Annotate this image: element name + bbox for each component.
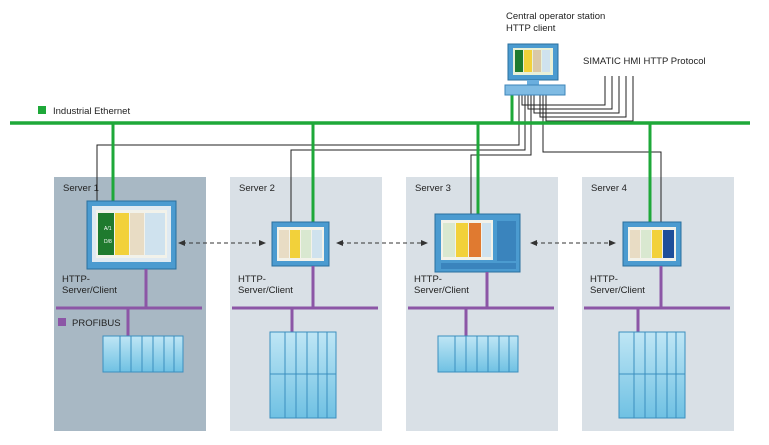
central-station-title-line1: Central operator station — [506, 11, 605, 22]
profibus-label: PROFIBUS — [72, 318, 121, 329]
server-4-role-line1: HTTP- — [590, 274, 618, 285]
server-4-hmi-panel — [622, 221, 682, 267]
server-2-name: Server 2 — [239, 183, 275, 194]
server-3-role-line1: HTTP- — [414, 274, 442, 285]
server-2-plc — [269, 331, 337, 419]
profibus-plc-drops — [126, 308, 640, 336]
server-1-plc — [102, 335, 184, 373]
server-4-plc — [618, 331, 686, 419]
server-1-name: Server 1 — [63, 183, 99, 194]
server-3-plc — [437, 335, 519, 373]
server-4-role-line2: Server/Client — [590, 285, 645, 296]
server-1-hmi-panel: A/1 D/8 — [86, 200, 177, 270]
svg-text:D/8: D/8 — [104, 239, 112, 245]
server-1-role-line2: Server/Client — [62, 285, 117, 296]
server-2-hmi-panel — [271, 221, 330, 267]
central-station-title-line2: HTTP client — [506, 23, 556, 34]
server-1-role-line1: HTTP- — [62, 274, 90, 285]
central-operator-station — [504, 43, 566, 96]
svg-text:A/1: A/1 — [104, 226, 112, 232]
protocol-label: SIMATIC HMI HTTP Protocol — [583, 56, 706, 67]
protocol-lines — [521, 76, 634, 122]
server-2-role-line2: Server/Client — [238, 285, 293, 296]
server-4-name: Server 4 — [591, 183, 627, 194]
ethernet-label: Industrial Ethernet — [53, 106, 130, 117]
ethernet-legend-swatch — [38, 106, 46, 114]
server-3-role-line2: Server/Client — [414, 285, 469, 296]
profibus-legend-swatch — [58, 318, 66, 326]
server-2-role-line1: HTTP- — [238, 274, 266, 285]
server-3-name: Server 3 — [415, 183, 451, 194]
profibus-drops — [144, 266, 663, 308]
arrow-heads — [178, 240, 616, 246]
server-3-hmi-panel — [434, 213, 521, 273]
ethernet-drops — [111, 95, 652, 222]
